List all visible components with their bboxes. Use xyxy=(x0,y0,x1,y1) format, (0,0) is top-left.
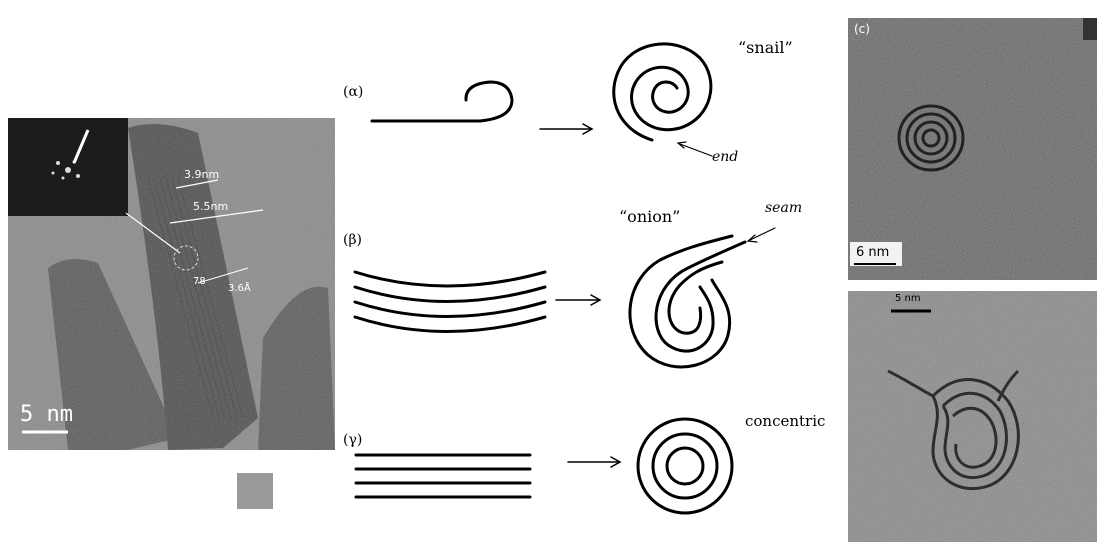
right-top-texture xyxy=(848,18,1097,280)
beta-label: (β) xyxy=(343,232,362,248)
alpha-curling-sheet xyxy=(372,82,512,121)
alpha-label: (α) xyxy=(343,84,363,100)
seam-label: seam xyxy=(765,200,802,216)
right-top-tem-image: (c) 6 nm xyxy=(848,18,1097,280)
right-bottom-texture xyxy=(848,291,1097,542)
right-bottom-tem-image: 5 nm xyxy=(848,291,1097,542)
end-pointer xyxy=(680,144,712,156)
gamma-label: (γ) xyxy=(343,432,362,448)
seam-pointer xyxy=(750,228,775,240)
snail-spiral xyxy=(614,44,711,140)
onion-label: “onion” xyxy=(619,207,680,226)
panel-c-label: (c) xyxy=(854,22,870,36)
beta-stacked-sheets xyxy=(355,317,545,332)
end-label: end xyxy=(712,149,738,165)
snail-label: “snail” xyxy=(738,38,793,57)
concentric-inner-ring xyxy=(667,448,703,484)
concentric-label: concentric xyxy=(745,412,825,430)
right-top-scale-label: 6 nm xyxy=(856,245,889,260)
corner-mark xyxy=(1083,18,1097,40)
right-bottom-scale-label: 5 nm xyxy=(895,293,921,304)
